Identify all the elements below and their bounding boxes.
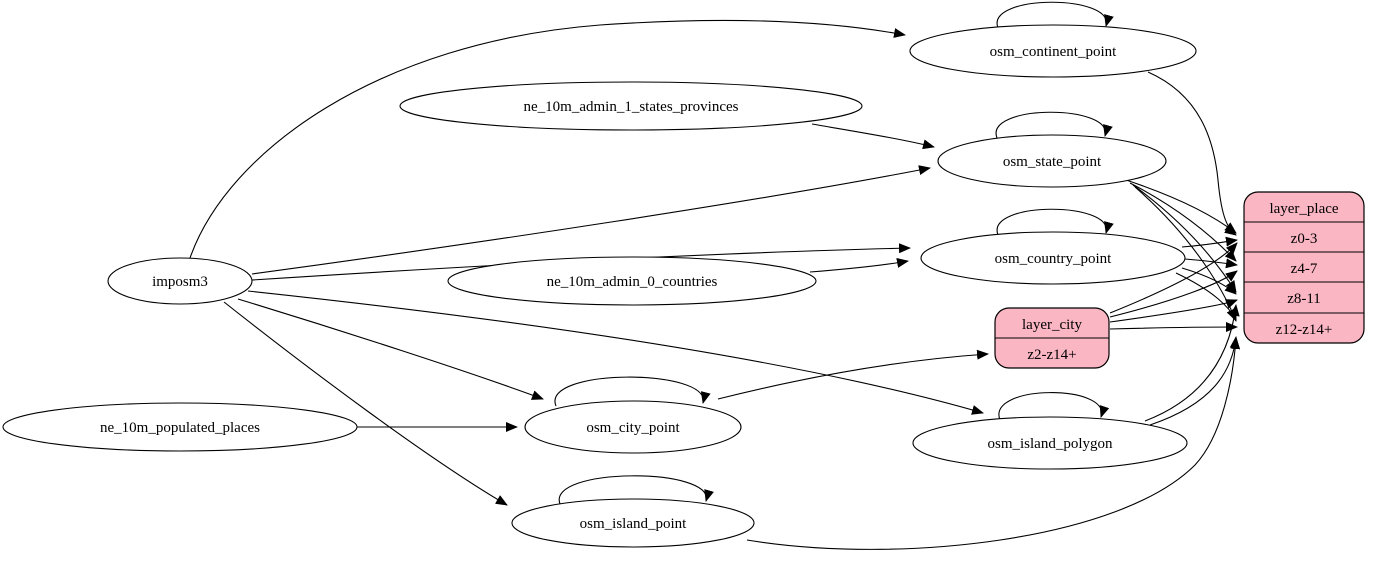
edge-imposm3-osm_state_point <box>251 165 931 275</box>
selfloop-osm_country_point <box>996 208 1114 236</box>
edge-layer_city-layer_place-z4-7 <box>1109 270 1238 318</box>
node-layer_place: layer_place z0-3 z4-7 z8-11 z12-z14+ <box>1243 191 1365 344</box>
layer_place-row-z8-11: z8-11 <box>1287 291 1321 307</box>
edge-ne_10m_admin_0_countries-osm_country_point <box>809 258 909 273</box>
edge-layer_city-layer_place-z12-z14 <box>1109 322 1238 333</box>
layer_place-row-z0-3: z0-3 <box>1291 231 1318 247</box>
edge-imposm3-osm_continent_point <box>189 19 906 259</box>
ne_10m_admin_0_countries-label: ne_10m_admin_0_countries <box>547 274 718 290</box>
edge-osm_state_point-layer_place-z0-3 <box>1125 179 1237 234</box>
edge-osm_country_point-layer_place-z8-11 <box>1181 267 1237 295</box>
edge-group <box>189 1 1241 550</box>
layer_place-row-z12-z14: z12-z14+ <box>1276 322 1333 338</box>
edge-osm_continent_point-layer_place-z0-3 <box>1147 71 1237 236</box>
node-osm_city_point: osm_city_point <box>524 400 742 454</box>
edge-osm_island_point-layer_place-z12-z14 <box>746 337 1241 550</box>
osm_country_point-shape <box>920 231 1186 285</box>
layer_city-title: layer_city <box>1022 317 1082 333</box>
osm_island_point-label: osm_island_point <box>580 516 688 532</box>
node-osm_island_polygon: osm_island_polygon <box>912 416 1188 470</box>
osm_country_point-label: osm_country_point <box>995 251 1112 267</box>
layer_place-shape <box>1243 191 1365 344</box>
node-ne_10m_populated_places: ne_10m_populated_places <box>2 402 358 452</box>
node-osm_country_point: osm_country_point <box>920 231 1186 285</box>
node-ne_10m_admin_1_states_provinces: ne_10m_admin_1_states_provinces <box>399 81 863 131</box>
osm_island_point-shape <box>511 498 755 548</box>
osm_state_point-shape <box>937 134 1167 188</box>
edge-imposm3-osm_island_point <box>223 301 508 506</box>
edge-imposm3-osm_city_point <box>237 298 544 400</box>
node-imposm3: imposm3 <box>107 257 253 305</box>
layer_place-row-z4-7: z4-7 <box>1291 261 1318 277</box>
edge-osm_island_polygon-layer_place-z8-11 <box>1144 304 1240 422</box>
edge-ne_10m_admin_1_states_provinces-osm_state_point <box>811 123 935 150</box>
ne_10m_populated_places-label: ne_10m_populated_places <box>100 420 260 436</box>
osm_continent_point-shape <box>909 24 1197 78</box>
selfloop-osm_continent_point <box>996 1 1114 29</box>
osm_city_point-shape <box>524 400 742 454</box>
ne_10m_admin_1_states_provinces-shape <box>399 81 863 131</box>
edge-imposm3-osm_island_polygon <box>247 290 984 415</box>
osm_continent_point-label: osm_continent_point <box>990 44 1117 60</box>
selfloop-osm_city_point <box>554 376 711 407</box>
osm_city_point-label: osm_city_point <box>586 420 680 436</box>
ne_10m_admin_0_countries-shape <box>447 256 817 306</box>
selfloop-osm_island_point <box>558 475 714 505</box>
layer_city-row-z2-z14: z2-z14+ <box>1027 347 1076 363</box>
osm_island_polygon-label: osm_island_polygon <box>987 436 1113 452</box>
layer_place-title: layer_place <box>1269 201 1338 217</box>
osm_island_polygon-shape <box>912 416 1188 470</box>
node-layer_city: layer_city z2-z14+ <box>994 307 1110 369</box>
ne_10m_admin_1_states_provinces-label: ne_10m_admin_1_states_provinces <box>524 99 739 115</box>
edge-layer_city-layer_place-z0-3 <box>1109 242 1238 314</box>
osm_state_point-label: osm_state_point <box>1003 154 1102 170</box>
selfloop-osm_state_point <box>995 111 1113 139</box>
edge-layer_city-layer_place-z8-11 <box>1109 299 1238 323</box>
edge-osm_country_point-layer_place-z12-z14 <box>1175 272 1237 321</box>
node-ne_10m_admin_0_countries: ne_10m_admin_0_countries <box>447 256 817 306</box>
node-osm_continent_point: osm_continent_point <box>909 24 1197 78</box>
node-osm_state_point: osm_state_point <box>937 134 1167 188</box>
selfloop-osm_island_polygon <box>998 392 1110 421</box>
imposm3-label: imposm3 <box>152 274 208 290</box>
edge-osm_country_point-layer_place-z0-3 <box>1181 236 1238 248</box>
node-osm_island_point: osm_island_point <box>511 498 755 548</box>
edge-osm_city_point-layer_city-z2-z14 <box>717 349 989 400</box>
edge-osm_country_point-layer_place-z4-7 <box>1184 258 1238 269</box>
imposm3-shape <box>107 257 253 305</box>
ne_10m_populated_places-shape <box>2 402 358 452</box>
